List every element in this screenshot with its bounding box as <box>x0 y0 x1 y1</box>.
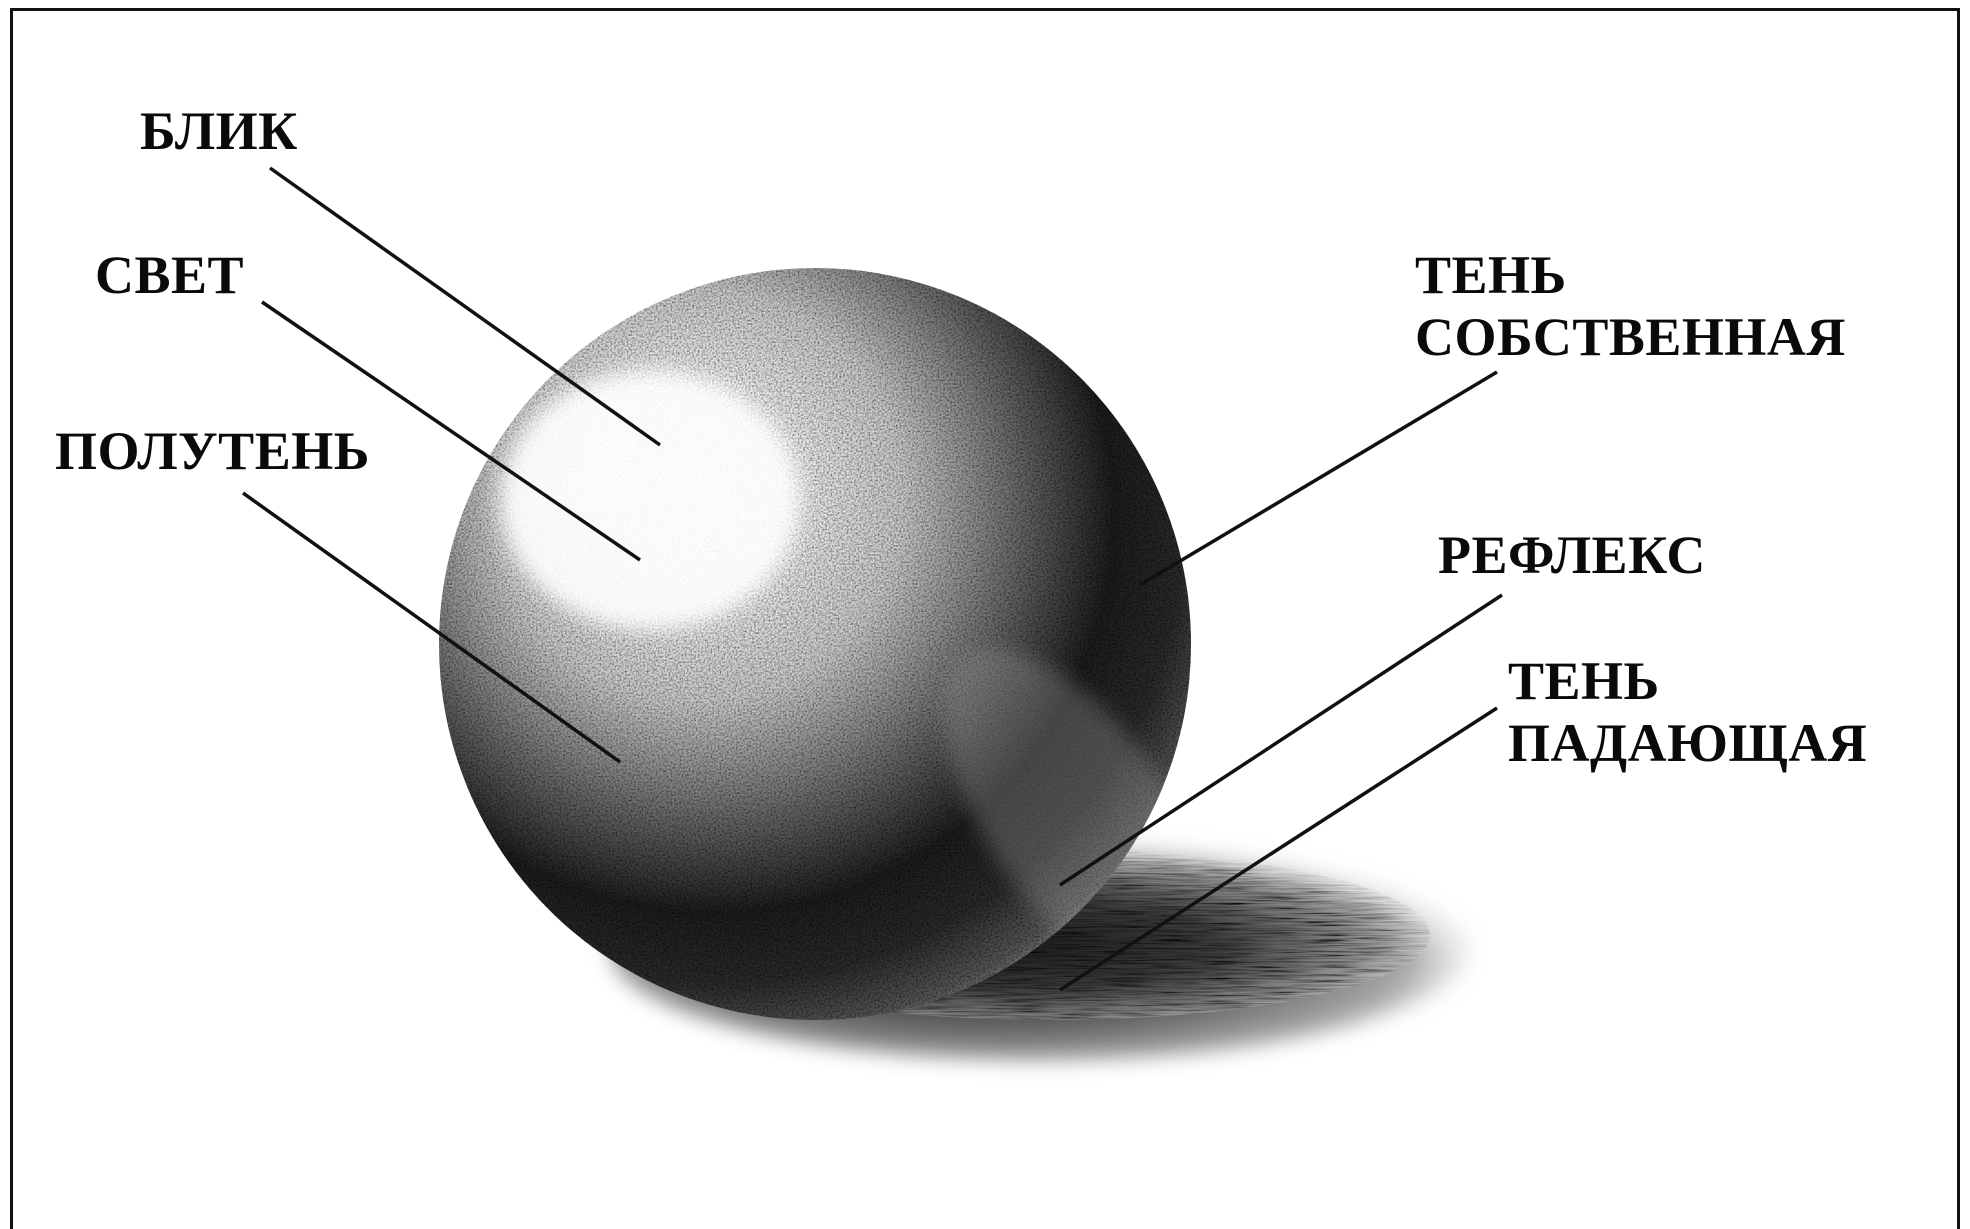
leader-line-highlight <box>270 168 660 445</box>
label-cast-shadow-line1: ТЕНЬ <box>1508 650 1867 712</box>
label-cast-shadow-line2: ПАДАЮЩАЯ <box>1508 712 1867 774</box>
label-halftone: ПОЛУТЕНЬ <box>55 420 370 482</box>
label-highlight: БЛИК <box>140 100 298 162</box>
label-light: СВЕТ <box>95 244 244 306</box>
label-own-shadow-line2: СОБСТВЕННАЯ <box>1415 306 1846 368</box>
label-own-shadow: ТЕНЬ СОБСТВЕННАЯ <box>1415 244 1846 368</box>
label-reflex: РЕФЛЕКС <box>1438 524 1706 586</box>
label-own-shadow-line1: ТЕНЬ <box>1415 244 1846 306</box>
label-cast-shadow: ТЕНЬ ПАДАЮЩАЯ <box>1508 650 1867 774</box>
